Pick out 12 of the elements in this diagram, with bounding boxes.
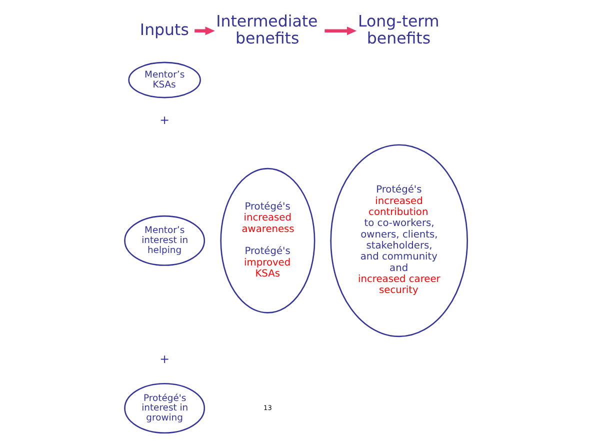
label: +: [160, 113, 170, 128]
arrow: [324, 26, 357, 36]
node-ellipse: Protégé's interest in growing: [124, 383, 206, 434]
label: +: [160, 352, 170, 366]
node-ellipse: Protégé's increased awareness Protégé's improved KSAs: [220, 168, 316, 314]
node-text: Inputs: [140, 20, 189, 39]
node-text: Long-term benefits: [358, 11, 440, 48]
node-ellipse: Mentor’s KSAs: [128, 62, 201, 98]
node-ellipse: Mentor’s interest in helping: [124, 215, 206, 266]
node-ellipse: Protégé's increased contribution to co-workers, owners, clients, stakeholders, and community and increased career security: [330, 144, 468, 338]
node-text: Intermediate benefits: [216, 11, 318, 48]
arrow: [194, 26, 215, 36]
